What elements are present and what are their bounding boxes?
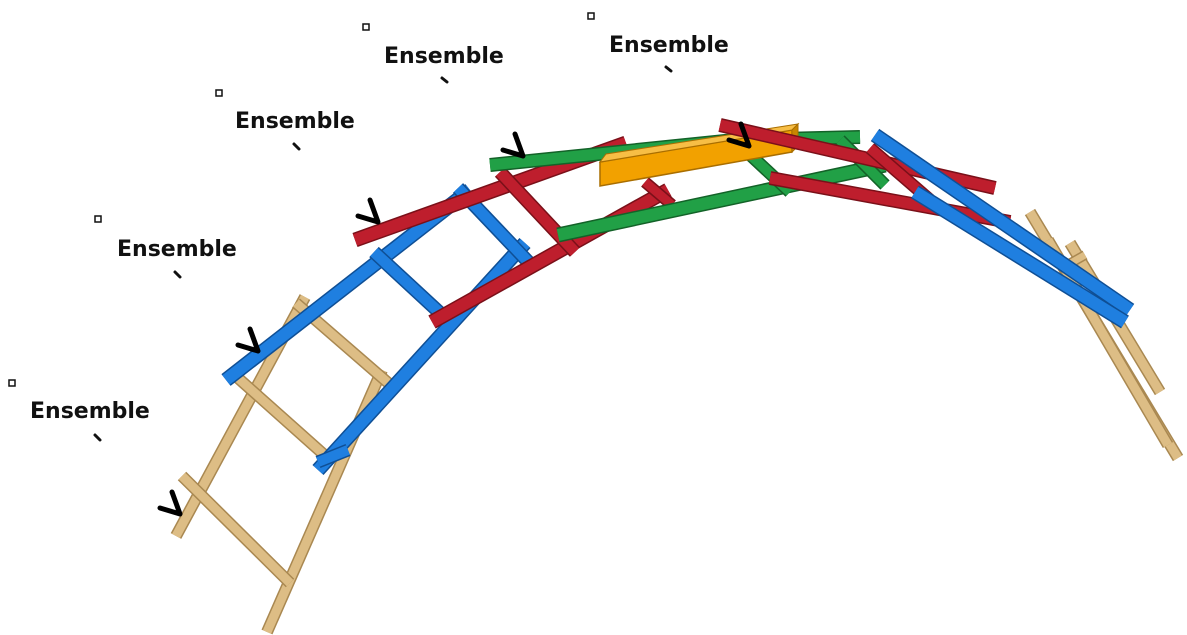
label-group-1: Ensemble (8, 379, 150, 442)
label-group-2: Ensemble (94, 215, 237, 279)
label-ensemble: Ensemble (30, 399, 150, 424)
chevron-markers (157, 121, 752, 517)
chevron-icon (355, 197, 381, 225)
label-marker-icon (362, 23, 370, 31)
label-ensemble: Ensemble (117, 237, 237, 262)
label-group-4: Ensemble (362, 23, 504, 84)
chevron-icon (235, 326, 261, 354)
label-marker-icon (8, 379, 16, 387)
label-group-5: Ensemble (587, 12, 729, 73)
label-ensemble: Ensemble (609, 33, 729, 58)
label-ensemble: Ensemble (235, 109, 355, 134)
label-marker-icon (215, 89, 223, 97)
label-marker-icon (587, 12, 595, 20)
chevron-icon (500, 131, 526, 159)
label-group-3: Ensemble (215, 89, 355, 151)
wood-section-left (170, 294, 398, 635)
label-marker-icon (94, 215, 102, 223)
blue-section-right (870, 128, 1135, 329)
label-ensemble: Ensemble (384, 44, 504, 69)
chevron-icon (726, 121, 752, 149)
chevron-icon (157, 489, 183, 517)
